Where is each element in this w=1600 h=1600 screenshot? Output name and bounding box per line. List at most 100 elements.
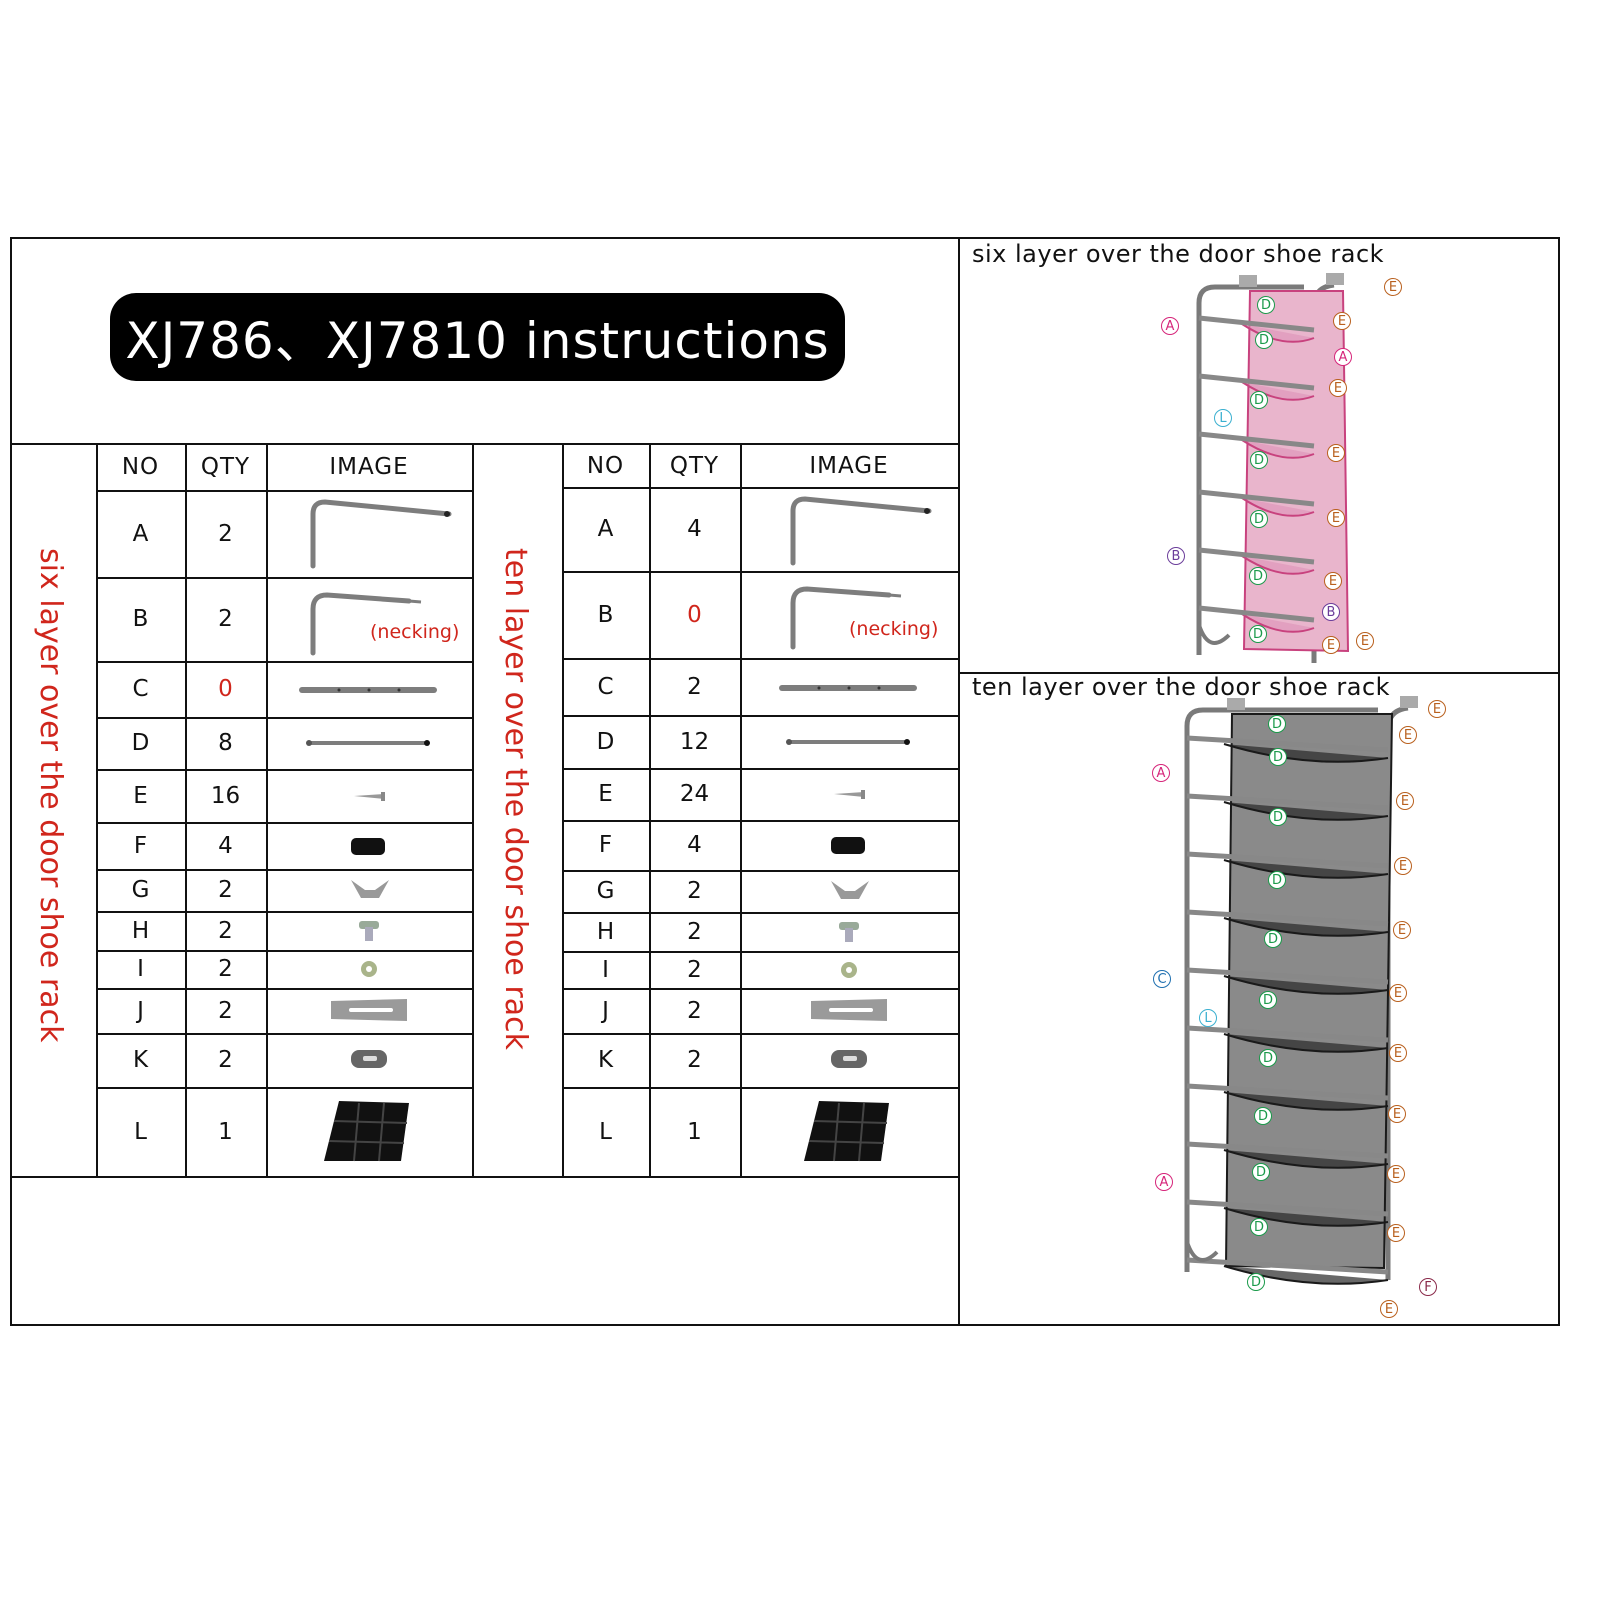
part-quantity: 2: [687, 918, 702, 945]
callout-d: D: [1254, 1107, 1272, 1125]
table-grid-line: [562, 1176, 958, 1178]
callout-e: E: [1393, 921, 1411, 939]
necked-bent-rod-icon: [790, 586, 902, 650]
header-qty: QTY: [200, 454, 251, 480]
callout-d: D: [1269, 808, 1287, 826]
bent-rod-icon: [790, 496, 932, 566]
washer-icon: [841, 961, 857, 978]
callout-e: E: [1324, 572, 1342, 590]
part-quantity: 2: [218, 956, 233, 982]
part-quantity: 2: [218, 997, 233, 1024]
fabric-pockets-icon: [804, 1101, 889, 1162]
callout-d: D: [1249, 567, 1267, 585]
part-number: A: [597, 516, 614, 542]
six-layer-panel-title: six layer over the door shoe rack: [972, 240, 1385, 268]
table-grid-line: [96, 822, 472, 824]
table-grid-line: [649, 444, 651, 1176]
part-quantity: 2: [687, 1047, 702, 1073]
table-grid-line: [96, 950, 472, 952]
washer-icon: [361, 961, 377, 977]
slotted-plate-icon: [331, 998, 407, 1021]
callout-a: A: [1334, 348, 1352, 366]
part-number: K: [597, 1047, 614, 1073]
part-number: B: [597, 601, 614, 628]
callout-d: D: [1255, 331, 1273, 349]
table-grid-line: [562, 768, 958, 770]
part-quantity: 8: [218, 730, 233, 756]
callout-d: D: [1249, 625, 1267, 643]
part-number: L: [599, 1118, 612, 1145]
callout-d: D: [1259, 1049, 1277, 1067]
table-grid-line: [185, 444, 187, 1176]
panel-divider: [958, 672, 1560, 674]
table-grid-line: [96, 1176, 472, 1178]
callout-e: E: [1380, 1300, 1398, 1318]
callout-d: D: [1268, 871, 1286, 889]
callout-d: D: [1250, 510, 1268, 528]
callout-f: F: [1419, 1278, 1437, 1296]
slotted-plate-icon: [811, 998, 887, 1021]
part-number: H: [131, 917, 150, 944]
part-quantity: 2: [218, 877, 233, 903]
necking-note: (necking): [370, 621, 460, 643]
part-number: A: [132, 520, 149, 547]
rod-icon: [306, 740, 430, 746]
callout-a: A: [1152, 764, 1170, 782]
callout-e: E: [1387, 1224, 1405, 1242]
callout-b: B: [1322, 603, 1340, 621]
bracket-icon: [351, 1050, 387, 1068]
table-grid-line: [562, 870, 958, 872]
part-number: I: [137, 956, 144, 982]
callout-e: E: [1333, 312, 1351, 330]
screw-icon: [834, 790, 865, 799]
table-grid-line: [96, 490, 472, 492]
part-number: L: [134, 1118, 147, 1145]
part-quantity: 16: [210, 782, 241, 809]
callout-d: D: [1259, 991, 1277, 1009]
table-grid-line: [266, 444, 268, 1176]
callout-d: D: [1252, 1163, 1270, 1181]
callout-d: D: [1250, 451, 1268, 469]
table-grid-line: [562, 951, 958, 953]
callout-d: D: [1269, 748, 1287, 766]
table-bottom-line: [10, 1176, 958, 1178]
part-number: C: [597, 673, 614, 700]
callout-e: E: [1322, 636, 1340, 654]
callout-c: C: [1153, 970, 1171, 988]
callout-e: E: [1389, 984, 1407, 1002]
header-no: NO: [121, 454, 160, 480]
wing-nut-icon: [831, 881, 869, 899]
part-number: E: [133, 782, 148, 809]
header-image: IMAGE: [809, 452, 889, 479]
table-grid-line: [562, 912, 958, 914]
callout-e: E: [1387, 1165, 1405, 1183]
part-number: D: [596, 728, 615, 755]
instruction-sheet: [10, 237, 1560, 1326]
callout-e: E: [1384, 278, 1402, 296]
part-number: J: [137, 997, 144, 1024]
part-quantity: 4: [218, 832, 233, 859]
callout-e: E: [1327, 444, 1345, 462]
table-grid-line: [96, 911, 472, 913]
callout-e: E: [1389, 1044, 1407, 1062]
part-number: G: [596, 878, 615, 904]
table-grid-line: [96, 717, 472, 719]
callout-a: A: [1161, 317, 1179, 335]
necking-note: (necking): [849, 618, 939, 640]
table-grid-line: [562, 658, 958, 660]
callout-l: L: [1199, 1009, 1217, 1027]
table-grid-line: [96, 1087, 472, 1089]
holed-tube-icon: [299, 687, 437, 693]
callout-e: E: [1394, 857, 1412, 875]
table-grid-line: [562, 820, 958, 822]
bolt-icon: [839, 921, 859, 942]
part-quantity: 2: [687, 673, 702, 700]
part-quantity: 4: [687, 832, 702, 858]
callout-d: D: [1268, 715, 1286, 733]
screw-icon: [354, 791, 385, 801]
callout-e: E: [1428, 700, 1446, 718]
table-grid-line: [562, 1033, 958, 1035]
header-no: NO: [586, 452, 625, 479]
part-number: C: [132, 676, 149, 702]
fabric-pockets-icon: [324, 1101, 409, 1162]
